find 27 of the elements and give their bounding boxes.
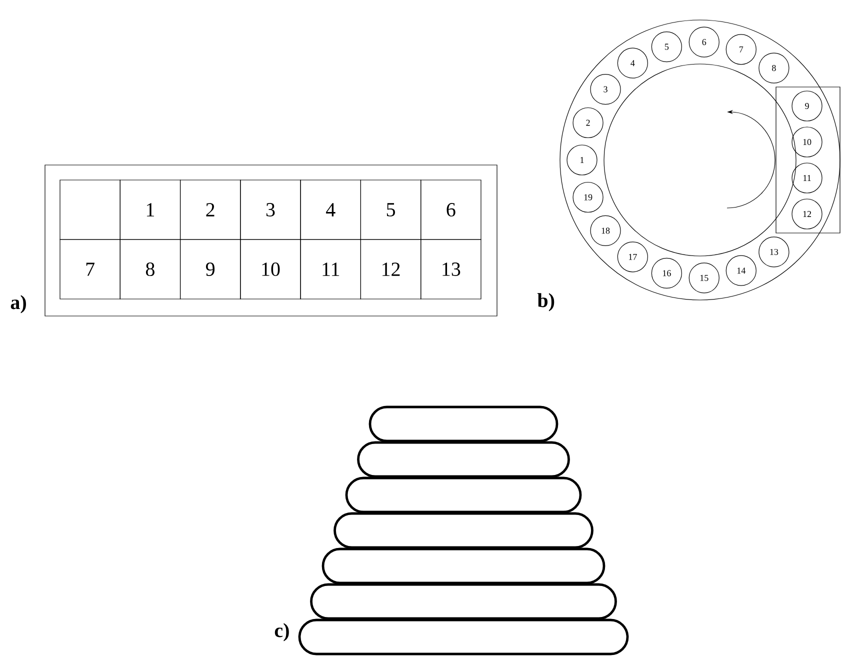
grid-cell: 7: [60, 239, 120, 300]
rounded-bar: [322, 548, 606, 584]
grid-cell: [60, 180, 120, 240]
grid-cell: 5: [360, 180, 422, 240]
side-pocket-box: [776, 86, 840, 234]
panel-label: a): [10, 295, 26, 314]
rounded-bar: [310, 583, 617, 620]
rounded-bar: [368, 406, 558, 442]
grid-cell: 11: [300, 239, 361, 300]
grid-cell: 4: [300, 180, 361, 240]
grid-cell: 1: [120, 180, 181, 240]
grid-cell: 9: [180, 239, 241, 300]
grid-cell: 12: [360, 239, 422, 300]
panel-label: b): [537, 293, 554, 312]
grid-cell: 3: [240, 180, 301, 240]
rounded-bar: [345, 476, 582, 514]
grid-cell: 10: [240, 239, 301, 300]
puzzle-frame: [44, 164, 498, 316]
grid-cell: 2: [180, 180, 241, 240]
rounded-bar: [357, 441, 570, 478]
ring-circle: [560, 20, 840, 300]
rounded-bar: [298, 618, 629, 656]
grid-cell: 13: [420, 239, 482, 300]
rounded-bar: [334, 512, 594, 549]
grid-cell: 6: [420, 180, 482, 240]
grid-cell: 8: [120, 239, 181, 300]
panel-label: c): [274, 623, 289, 642]
